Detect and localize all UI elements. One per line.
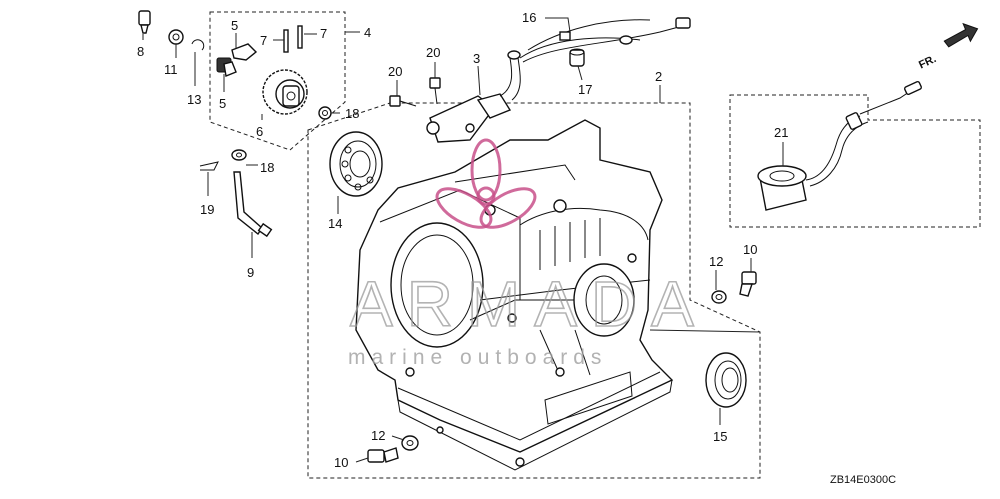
callout-2: 2: [655, 69, 662, 84]
callout-16: 16: [522, 10, 536, 25]
callout-11: 11: [164, 62, 178, 77]
callout-10a: 10: [743, 242, 757, 257]
breather-tube-part-3: [426, 50, 521, 143]
governor-shaft-part-9: [233, 171, 273, 238]
washer-part-12b: [401, 435, 419, 451]
bolt-part-10b: [367, 447, 399, 463]
callout-18b: 18: [260, 160, 274, 175]
callout-20a: 20: [426, 45, 440, 60]
callout-14: 14: [328, 216, 342, 231]
grommet-part-17: [569, 48, 585, 67]
callout-4: 4: [364, 25, 371, 40]
watermark-brand: ARMADA: [350, 268, 708, 340]
callout-12b: 12: [371, 428, 385, 443]
leader-lines: [142, 17, 784, 463]
callout-20b: 20: [388, 64, 402, 79]
callout-13: 13: [187, 92, 201, 107]
bolt-part-20b: [389, 95, 417, 107]
callout-5a: 5: [231, 18, 238, 33]
watermark-tagline: marine outboards: [348, 346, 607, 369]
oil-seal-part-15: [705, 352, 747, 408]
governor-weight-part-5a: [231, 43, 258, 61]
governor-weight-part-5b: [216, 57, 237, 77]
group-box-crankcase: [307, 102, 761, 479]
watermark: ARMADA marine outboards: [348, 138, 708, 369]
callout-8: 8: [137, 44, 144, 59]
washer-part-12a: [711, 290, 727, 304]
callout-15: 15: [713, 429, 727, 444]
callout-10b: 10: [334, 455, 348, 470]
crankcase-part-2: [355, 119, 674, 471]
bolt-part-10a: [739, 271, 757, 297]
pin-part-7b: [297, 25, 303, 49]
direction-label: FR.: [917, 53, 938, 71]
group-box-governor: [209, 11, 346, 151]
callout-12a: 12: [709, 254, 723, 269]
washer-part-18b: [231, 149, 247, 161]
governor-gear-part-6: [262, 69, 308, 115]
callout-19: 19: [200, 202, 214, 217]
washer-part-11: [168, 29, 184, 45]
clip-part-19: [199, 161, 219, 171]
callout-18a: 18: [345, 106, 359, 121]
arrow-icon: [943, 22, 979, 48]
washer-part-18a: [318, 106, 332, 120]
callout-6: 6: [256, 124, 263, 139]
front-direction-indicator: FR.: [917, 22, 979, 71]
callout-5b: 5: [219, 96, 226, 111]
callout-9: 9: [247, 265, 254, 280]
pin-part-7a: [283, 29, 289, 53]
watermark-logo-icon: [435, 138, 537, 229]
callout-3: 3: [473, 51, 480, 66]
drawing-code: ZB14E0300C: [830, 474, 896, 486]
group-box-sensor: [729, 94, 981, 228]
bolt-part-20a: [429, 77, 441, 105]
callout-21: 21: [774, 125, 788, 140]
callout-7b: 7: [320, 26, 327, 41]
bearing-part-14: [329, 131, 383, 197]
oil-sensor-part-21: [757, 80, 922, 211]
wire-harness-part-16: [519, 17, 691, 63]
bolt-part-8: [138, 10, 151, 34]
callout-7a: 7: [260, 33, 267, 48]
clip-part-13: [191, 39, 205, 51]
callout-17: 17: [578, 82, 592, 97]
